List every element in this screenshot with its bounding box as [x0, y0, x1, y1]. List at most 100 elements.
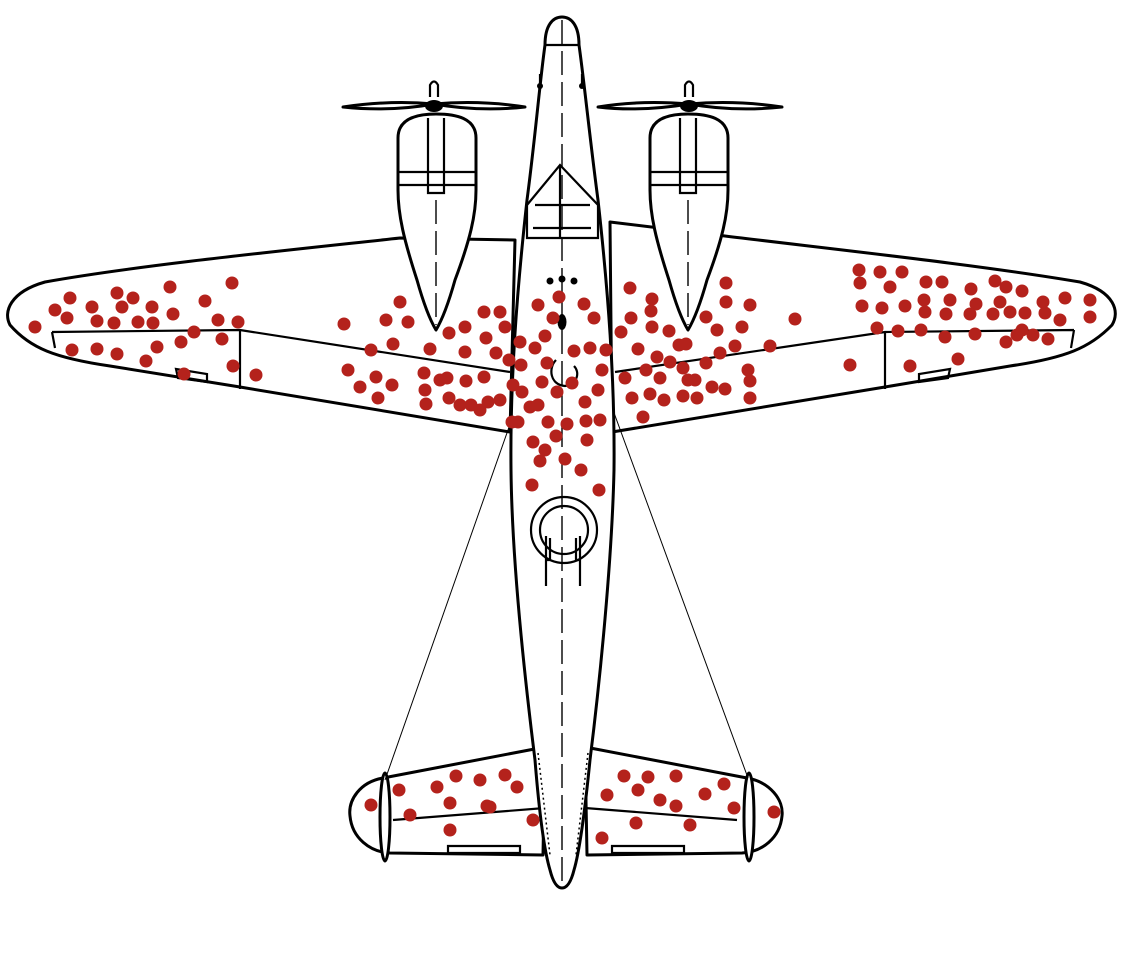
- bullet-hole-marker: [528, 341, 542, 355]
- bullet-hole-marker: [853, 276, 867, 290]
- bullet-hole-marker: [705, 380, 719, 394]
- bullet-hole-marker: [174, 335, 188, 349]
- bullet-hole-marker: [903, 359, 917, 373]
- bullet-hole-markers: [28, 263, 1097, 845]
- bullet-hole-marker: [65, 343, 79, 357]
- bullet-hole-marker: [650, 350, 664, 364]
- bullet-hole-marker: [510, 780, 524, 794]
- bullet-hole-marker: [663, 355, 677, 369]
- bullet-hole-marker: [641, 770, 655, 784]
- bullet-hole-marker: [353, 380, 367, 394]
- bullet-hole-marker: [643, 387, 657, 401]
- bullet-hole-marker: [743, 374, 757, 388]
- bullet-hole-marker: [623, 281, 637, 295]
- bullet-hole-marker: [126, 291, 140, 305]
- bullet-hole-marker: [477, 305, 491, 319]
- bullet-hole-marker: [898, 299, 912, 313]
- bullet-hole-marker: [618, 371, 632, 385]
- bullet-hole-marker: [443, 796, 457, 810]
- bullet-hole-marker: [514, 358, 528, 372]
- bullet-hole-marker: [875, 301, 889, 315]
- bullet-hole-marker: [710, 323, 724, 337]
- bullet-hole-marker: [669, 769, 683, 783]
- bullet-hole-marker: [146, 316, 160, 330]
- bullet-hole-marker: [918, 305, 932, 319]
- bullet-hole-marker: [145, 300, 159, 314]
- bullet-hole-marker: [1083, 293, 1097, 307]
- bullet-hole-marker: [592, 483, 606, 497]
- bullet-hole-marker: [526, 813, 540, 827]
- bullet-hole-marker: [614, 325, 628, 339]
- bullet-hole-marker: [1018, 306, 1032, 320]
- bullet-hole-marker: [963, 307, 977, 321]
- bullet-hole-marker: [855, 299, 869, 313]
- bullet-hole-marker: [591, 383, 605, 397]
- bullet-hole-marker: [639, 363, 653, 377]
- bullet-hole-marker: [417, 366, 431, 380]
- bullet-hole-marker: [788, 312, 802, 326]
- bullet-hole-marker: [163, 280, 177, 294]
- bullet-hole-marker: [60, 311, 74, 325]
- bullet-hole-marker: [919, 275, 933, 289]
- bullet-hole-marker: [763, 339, 777, 353]
- bullet-hole-marker: [683, 818, 697, 832]
- right-wing: [608, 220, 1117, 434]
- bullet-hole-marker: [565, 376, 579, 390]
- nacelle-detail-lines: [398, 118, 728, 325]
- bullet-hole-marker: [690, 391, 704, 405]
- left-engine-nacelle: [396, 112, 478, 332]
- bullet-hole-marker: [107, 316, 121, 330]
- bullet-hole-marker: [538, 443, 552, 457]
- tail-fins: [378, 771, 756, 863]
- bullet-hole-marker: [90, 314, 104, 328]
- bullet-hole-marker: [187, 325, 201, 339]
- bullet-hole-marker: [676, 389, 690, 403]
- bullet-hole-marker: [1015, 284, 1029, 298]
- bullet-hole-marker: [676, 361, 690, 375]
- bullet-hole-marker: [552, 290, 566, 304]
- bullet-hole-marker: [681, 373, 695, 387]
- bullet-hole-marker: [85, 300, 99, 314]
- bullet-hole-marker: [369, 370, 383, 384]
- bullet-hole-marker: [713, 346, 727, 360]
- bullet-hole-marker: [951, 352, 965, 366]
- bullet-hole-marker: [1038, 306, 1052, 320]
- bullet-hole-marker: [717, 777, 731, 791]
- bullet-hole-marker: [969, 297, 983, 311]
- bullet-hole-marker: [699, 356, 713, 370]
- bullet-hole-marker: [883, 280, 897, 294]
- bullet-hole-marker: [511, 415, 525, 429]
- bullet-hole-marker: [392, 783, 406, 797]
- bullet-hole-marker: [567, 344, 581, 358]
- bullet-hole-marker: [988, 274, 1002, 288]
- bullet-hole-marker: [198, 294, 212, 308]
- bullet-hole-marker: [139, 354, 153, 368]
- bullet-hole-marker: [964, 282, 978, 296]
- bullet-hole-marker: [939, 307, 953, 321]
- bullet-hole-marker: [341, 363, 355, 377]
- bullet-hole-marker: [418, 383, 432, 397]
- bullet-hole-marker: [225, 276, 239, 290]
- bullet-hole-marker: [166, 307, 180, 321]
- bullet-hole-marker: [506, 378, 520, 392]
- bullet-hole-marker: [379, 313, 393, 327]
- bullet-hole-marker: [515, 385, 529, 399]
- bullet-hole-marker: [767, 805, 781, 819]
- bullet-hole-marker: [645, 320, 659, 334]
- bullet-hole-marker: [600, 788, 614, 802]
- bullet-hole-marker: [1036, 295, 1050, 309]
- bullet-hole-marker: [249, 368, 263, 382]
- bullet-hole-marker: [423, 342, 437, 356]
- bullet-hole-marker: [873, 265, 887, 279]
- bullet-hole-marker: [215, 332, 229, 346]
- left-propeller: [341, 80, 527, 112]
- bullet-hole-marker: [1015, 323, 1029, 337]
- bullet-hole-marker: [741, 363, 755, 377]
- bullet-hole-marker: [526, 435, 540, 449]
- bullet-hole-marker: [386, 337, 400, 351]
- bullet-hole-marker: [631, 342, 645, 356]
- bullet-hole-marker: [577, 297, 591, 311]
- bullet-hole-marker: [999, 280, 1013, 294]
- bullet-hole-marker: [393, 295, 407, 309]
- bullet-hole-marker: [669, 799, 683, 813]
